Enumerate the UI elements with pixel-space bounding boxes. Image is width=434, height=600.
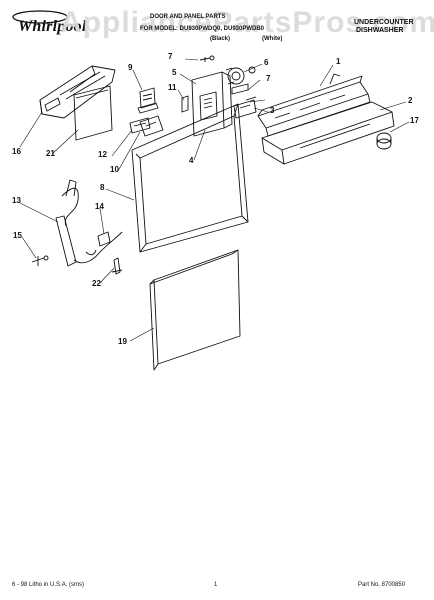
callout-15: 15 [13, 231, 22, 240]
part-console [257, 73, 371, 137]
brand-logo [10, 8, 70, 29]
brand-name: Whirlpool [18, 18, 87, 35]
watermark: AppliancePartsPros.com [60, 6, 434, 39]
part-latch [137, 87, 159, 114]
callout-7b: 7 [168, 52, 173, 61]
callout-9: 9 [128, 63, 133, 72]
color-white: (White) [262, 36, 283, 42]
part-screw-15 [31, 255, 49, 266]
color-black: (Black) [210, 36, 231, 42]
part-clip [111, 257, 123, 275]
callout-6: 6 [264, 58, 269, 67]
part-number: Part No. 8700850 [358, 582, 406, 588]
page-number: 1 [214, 582, 218, 588]
part-outer-door-panel [149, 249, 241, 371]
part-panel-board [73, 85, 113, 141]
doc-title-line: DOOR AND PANEL PARTS [150, 14, 226, 20]
category-line2: DISHWASHER [356, 27, 404, 34]
category-line1: UNDERCOUNTER [354, 19, 414, 26]
callout-11: 11 [168, 83, 177, 92]
part-switch [181, 95, 189, 113]
part-screw-8 [199, 55, 215, 62]
callout-14: 14 [95, 202, 104, 211]
part-wire-harness [55, 179, 123, 267]
callout-16: 16 [12, 147, 21, 156]
part-selector [225, 67, 245, 85]
callout-21: 21 [46, 149, 55, 158]
part-strike [139, 115, 164, 137]
part-knob [376, 132, 392, 150]
callout-8-6: 8 [100, 183, 105, 192]
part-vent-housing [39, 65, 116, 119]
callout-3: 3 [270, 106, 275, 115]
callout-17: 17 [410, 116, 419, 125]
callout-22: 22 [92, 279, 101, 288]
callout-10: 10 [110, 165, 119, 174]
callout-13: 13 [12, 196, 21, 205]
part-control-trim [261, 101, 395, 165]
part-inner-door [131, 103, 249, 253]
callout-19: 19 [118, 337, 127, 346]
callout-5: 5 [172, 68, 177, 77]
model-line: FOR MODEL: DU930PWDQ0, DU930PWDB0 [140, 26, 265, 32]
callout-4: 4 [189, 156, 194, 165]
part-control-bracket [191, 71, 233, 137]
callout-1: 1 [336, 57, 341, 66]
part-bracket [129, 117, 151, 134]
part-switch-block [233, 99, 257, 119]
callout-2: 2 [408, 96, 413, 105]
litho-note: 6 - 98 Litho in U.S.A. (sms) [12, 582, 85, 588]
callout-7a: 7 [266, 74, 271, 83]
callout-12: 12 [98, 150, 107, 159]
